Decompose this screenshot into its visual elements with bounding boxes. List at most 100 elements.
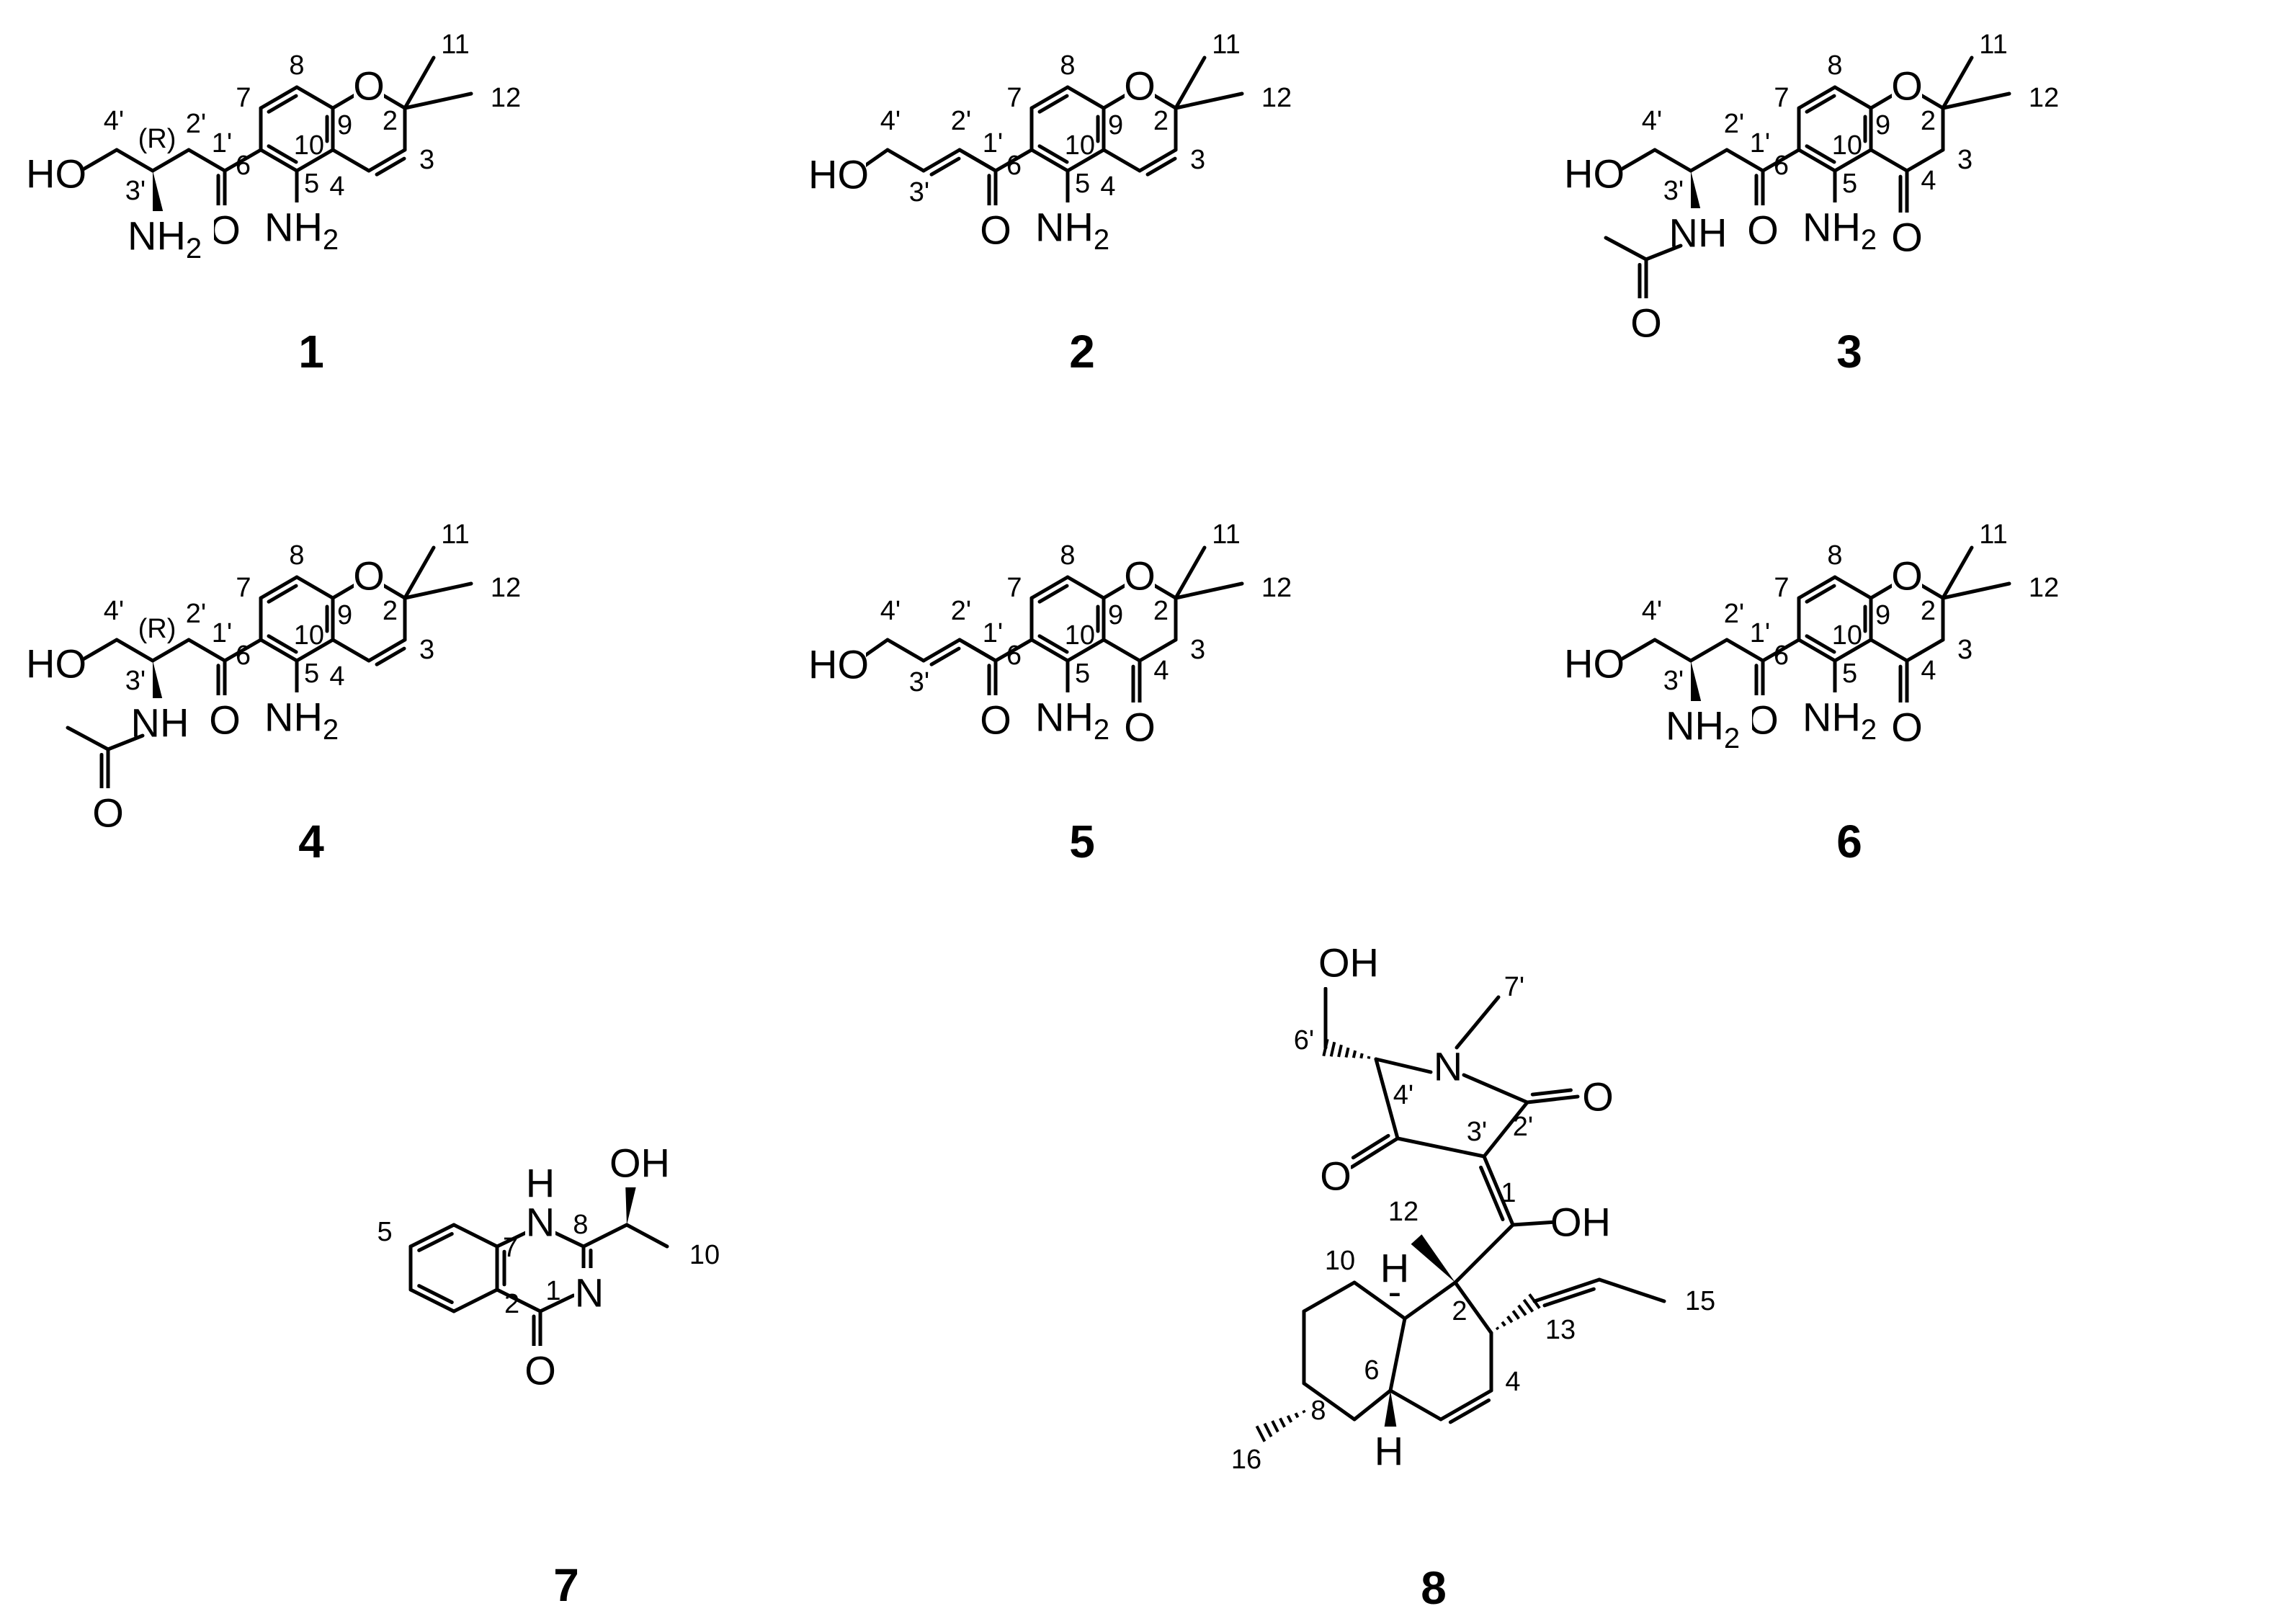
nh-hydrogen: H xyxy=(526,1161,555,1206)
locant-4prime: 4' xyxy=(880,106,901,136)
locant-8: 8 xyxy=(1060,540,1075,571)
locant-7: 7 xyxy=(1774,573,1789,603)
locant-3prime: 3' xyxy=(909,667,929,697)
aromatic-bond xyxy=(267,94,298,114)
subscript-2: 2 xyxy=(1094,224,1109,256)
enol-hydroxyl: OH xyxy=(1550,1200,1611,1245)
ring-double-bond xyxy=(1439,1388,1493,1422)
bond xyxy=(1761,638,1801,663)
hash-stroke xyxy=(1344,1047,1350,1058)
aromatic-bond xyxy=(259,575,299,600)
locant-2: 2 xyxy=(1921,596,1936,626)
hash-stroke xyxy=(1495,1326,1500,1331)
bond xyxy=(1869,638,1909,663)
alkene-bond xyxy=(1532,1277,1601,1303)
bond xyxy=(1388,1388,1443,1422)
atom-mask xyxy=(1892,61,1922,110)
bond xyxy=(331,638,371,663)
ketone-oxygen: O xyxy=(1891,705,1923,750)
aromatic-bond xyxy=(259,85,299,110)
bond xyxy=(79,148,119,173)
bond xyxy=(1174,545,1207,600)
bond xyxy=(1916,92,1945,110)
ring-oxygen: O xyxy=(1891,553,1923,599)
aromatic-bond xyxy=(267,144,298,164)
subscript-2: 2 xyxy=(1861,714,1877,746)
locant-5: 5 xyxy=(1075,659,1090,689)
atom-mask xyxy=(1567,149,1622,198)
ring-double-bond xyxy=(367,148,407,173)
bond xyxy=(1395,1136,1486,1159)
locant-2: 2 xyxy=(383,596,398,626)
atom-mask xyxy=(354,61,384,110)
bond xyxy=(403,545,436,600)
bond xyxy=(1869,92,1898,110)
hash-stroke xyxy=(1302,1409,1306,1414)
atom-mask xyxy=(354,551,384,600)
atom-mask xyxy=(811,640,866,689)
alkene-bond xyxy=(929,646,961,666)
hash-stroke xyxy=(1517,1304,1527,1316)
locant-9: 9 xyxy=(337,600,352,630)
bond xyxy=(295,148,335,173)
atom-mask xyxy=(261,202,351,262)
locant-12: 12 xyxy=(1261,573,1292,603)
carbonyl-oxygen-4prime: O xyxy=(1320,1154,1352,1199)
hash-stroke xyxy=(1329,1041,1336,1057)
bond xyxy=(1352,1388,1393,1422)
bond xyxy=(1617,638,1657,663)
locant-1: 1 xyxy=(1501,1178,1516,1208)
locant-2prime: 2' xyxy=(186,109,206,139)
bond xyxy=(495,1288,542,1313)
locant-2: 2 xyxy=(1452,1296,1467,1326)
hash-stroke xyxy=(1352,1050,1357,1058)
ring-oxygen: O xyxy=(353,63,385,109)
hash-stroke xyxy=(1506,1315,1514,1324)
locant-12: 12 xyxy=(2029,573,2059,603)
bond xyxy=(115,638,155,663)
locant-10: 10 xyxy=(294,620,324,651)
aromatic-bond xyxy=(1037,144,1069,164)
atom-mask xyxy=(1567,639,1622,688)
locant-1prime: 1' xyxy=(212,618,232,648)
compound-label: 1 xyxy=(298,326,324,378)
locant-1: 1 xyxy=(545,1276,560,1306)
locant-5: 5 xyxy=(1075,169,1090,199)
locant-2: 2 xyxy=(1921,106,1936,136)
bond xyxy=(1833,575,1873,600)
locant-12: 12 xyxy=(1261,83,1292,113)
bond xyxy=(625,1223,669,1249)
stereo-wedge xyxy=(1384,1391,1397,1429)
atom-mask xyxy=(1892,551,1922,600)
locant-9: 9 xyxy=(1108,110,1123,140)
aromatic-bond xyxy=(1037,584,1069,604)
bond xyxy=(378,581,407,600)
bond xyxy=(151,148,191,173)
locant-7prime: 7' xyxy=(1504,972,1524,1002)
bond xyxy=(1149,581,1178,600)
locant-2prime: 2' xyxy=(1724,109,1744,139)
amide-oxygen: O xyxy=(92,790,124,836)
locant-3prime: 3' xyxy=(1663,176,1684,206)
bond xyxy=(151,638,191,663)
locant-15: 15 xyxy=(1685,1286,1715,1316)
atom-mask xyxy=(811,150,866,199)
locant-8: 8 xyxy=(573,1210,588,1240)
locant-16: 16 xyxy=(1231,1445,1261,1475)
carbonyl-bond xyxy=(1351,1133,1390,1160)
locant-5: 5 xyxy=(377,1217,392,1247)
bond xyxy=(295,85,335,110)
locant-9: 9 xyxy=(1108,600,1123,630)
hash-stroke xyxy=(1255,1425,1266,1442)
atom-mask xyxy=(1032,202,1122,262)
bond xyxy=(403,55,436,110)
carbonyl-oxygen: O xyxy=(524,1348,556,1393)
locant-11: 11 xyxy=(1979,519,2007,550)
ring-oxygen: O xyxy=(353,553,385,599)
stereo-hash xyxy=(1255,1409,1306,1442)
atom-mask xyxy=(124,211,214,270)
locant-3prime: 3' xyxy=(1467,1117,1487,1147)
atom-mask xyxy=(525,1346,555,1395)
